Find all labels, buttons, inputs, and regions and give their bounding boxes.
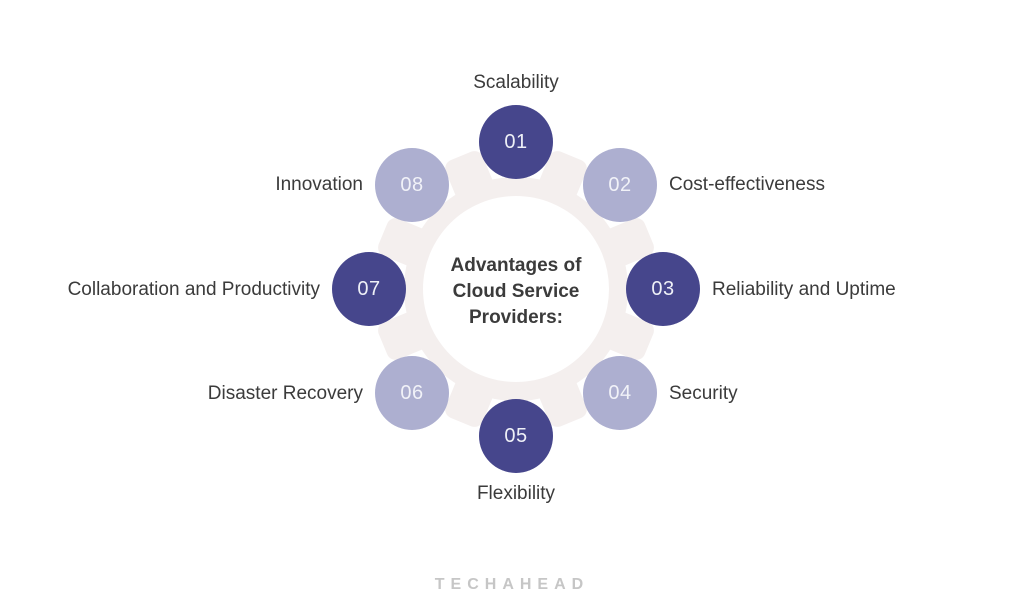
center-title-line2: Cloud Service — [452, 281, 580, 302]
node-number-04: 04 — [608, 381, 632, 404]
node-circle-07: 07 — [332, 252, 406, 326]
node-number-01: 01 — [504, 130, 528, 153]
center-circle — [423, 196, 609, 382]
node-circle-01: 01 — [479, 105, 553, 179]
center-title-line3: Providers: — [469, 307, 563, 328]
center-title: Advantages of Cloud Service Providers: — [416, 253, 616, 331]
node-label-scalability: Scalability — [473, 72, 559, 93]
node-label-collaboration-and-productivity: Collaboration and Productivity — [67, 279, 320, 300]
node-circle-08: 08 — [375, 148, 449, 222]
node-circle-03: 03 — [626, 252, 700, 326]
node-label-security: Security — [669, 383, 738, 404]
node-label-disaster-recovery: Disaster Recovery — [207, 383, 363, 404]
node-circle-05: 05 — [479, 399, 553, 473]
node-label-cost-effectiveness: Cost-effectiveness — [669, 174, 825, 195]
node-number-06: 06 — [400, 381, 424, 404]
node-number-08: 08 — [400, 173, 424, 196]
node-circle-04: 04 — [583, 356, 657, 430]
node-circle-06: 06 — [375, 356, 449, 430]
node-number-03: 03 — [651, 277, 675, 300]
node-label-reliability-and-uptime: Reliability and Uptime — [712, 279, 896, 300]
node-number-05: 05 — [504, 424, 528, 447]
node-circle-02: 02 — [583, 148, 657, 222]
node-number-02: 02 — [608, 173, 632, 196]
node-label-flexibility: Flexibility — [476, 483, 556, 504]
node-label-innovation: Innovation — [275, 174, 363, 195]
center-title-line1: Advantages of — [450, 255, 582, 276]
node-number-07: 07 — [357, 277, 381, 300]
techahead-logo: TECHAHEAD — [434, 576, 590, 593]
